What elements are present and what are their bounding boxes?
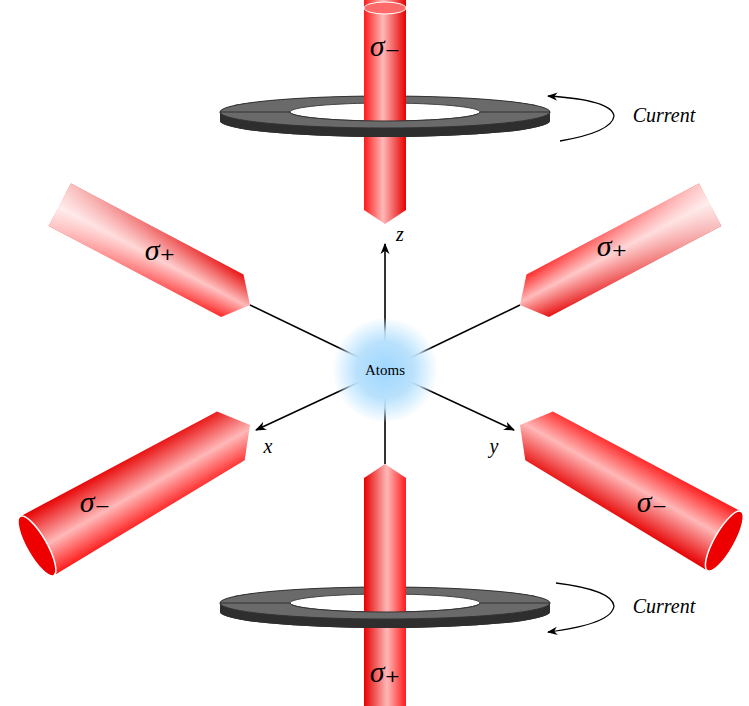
axis-label: y — [490, 436, 499, 456]
laser-beam — [11, 395, 266, 580]
laser-beam — [364, 0, 406, 224]
polarization-label: σ₊ — [370, 657, 401, 687]
current-arrow — [548, 96, 614, 141]
polarization-label: σ₋ — [370, 31, 401, 61]
current-label: Current — [633, 596, 696, 616]
axes — [250, 244, 520, 464]
laser-beam — [364, 464, 406, 706]
laser-beam — [509, 183, 722, 326]
polarization-label: σ₊ — [597, 231, 628, 261]
polarization-label: σ₊ — [145, 235, 176, 265]
polarization-label: σ₋ — [637, 487, 668, 517]
axis-label: x — [264, 436, 273, 456]
current-arrow — [548, 583, 614, 632]
laser-beam — [503, 395, 749, 575]
coil — [220, 603, 550, 628]
polarization-label: σ₋ — [80, 487, 111, 517]
axis-label: z — [396, 224, 404, 244]
current-label: Current — [633, 105, 696, 125]
coil — [220, 112, 550, 137]
atom-label: Atoms — [365, 362, 405, 379]
laser-beam — [49, 183, 262, 326]
atom-cloud: Atoms — [333, 318, 437, 422]
